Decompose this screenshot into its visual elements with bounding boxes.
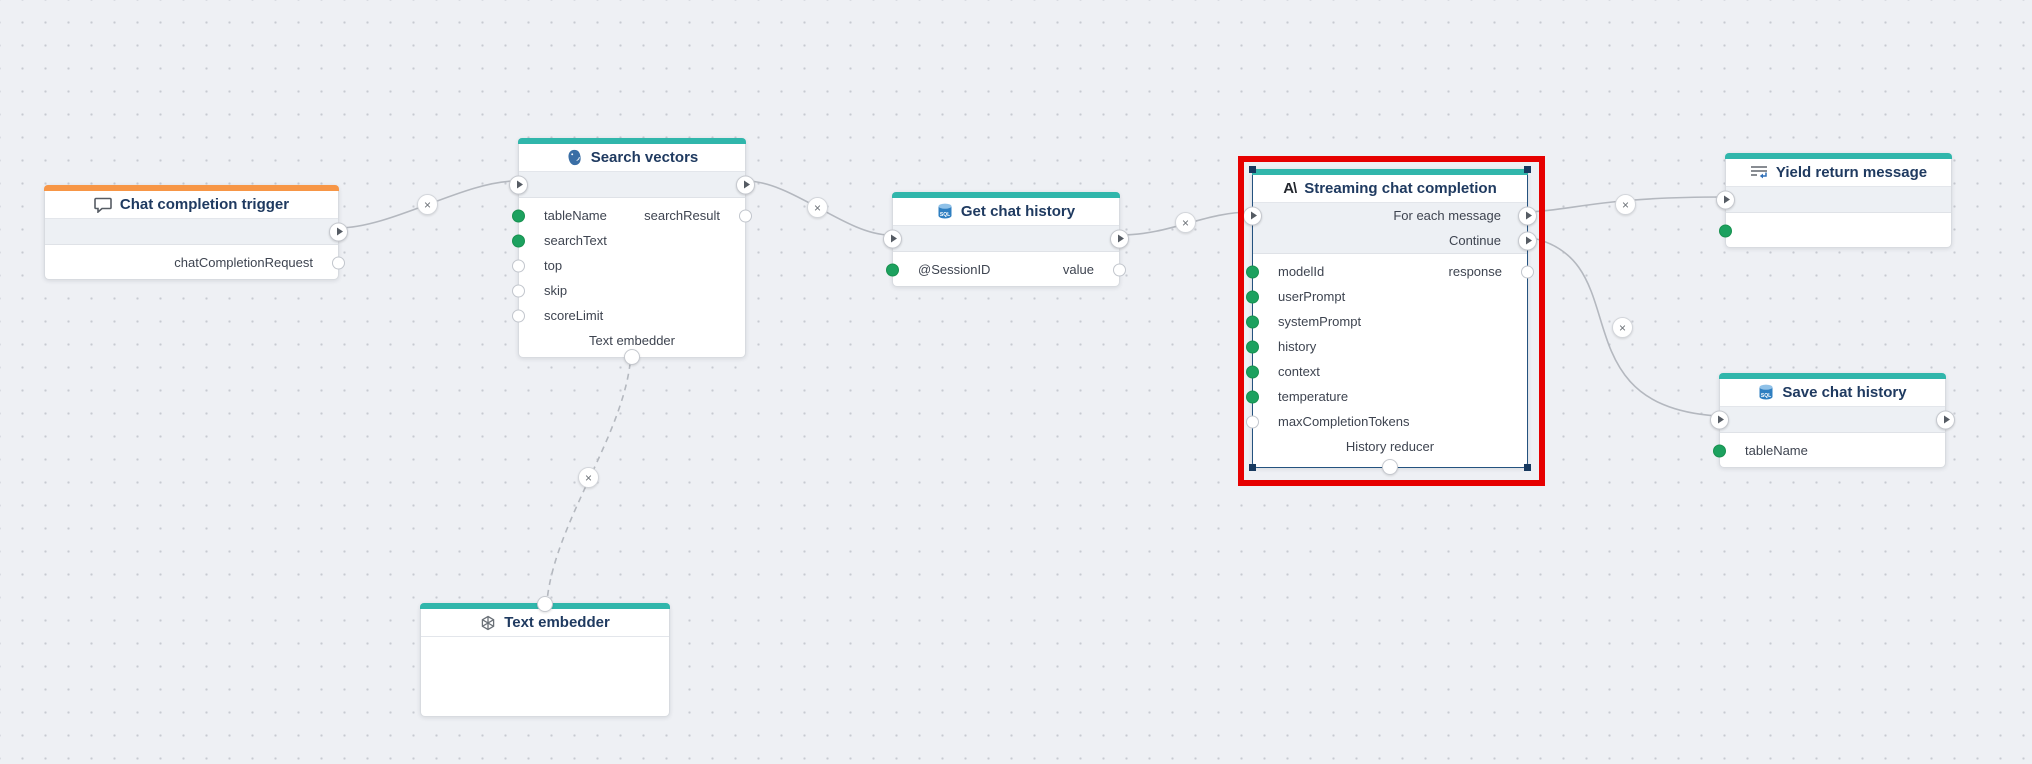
input-port-connected[interactable]	[1246, 265, 1259, 278]
connection-wire[interactable]	[1527, 236, 1718, 417]
postgresql-icon	[566, 149, 583, 166]
input-port-connected[interactable]	[1246, 340, 1259, 353]
input-port[interactable]	[512, 309, 525, 322]
input-port-connected[interactable]	[1246, 315, 1259, 328]
input-label: systemPrompt	[1278, 314, 1362, 329]
sql-database-icon: SQL	[1758, 384, 1774, 401]
node-accent-bar	[518, 138, 746, 144]
resize-handle[interactable]	[1524, 166, 1531, 173]
flow-output-label: Continue	[1448, 233, 1501, 248]
input-label: context	[1278, 364, 1320, 379]
output-port[interactable]	[332, 256, 345, 269]
flow-output-port[interactable]	[736, 175, 755, 194]
flow-output-port[interactable]	[1936, 410, 1955, 429]
flow-output-port[interactable]	[1518, 231, 1537, 250]
input-port-connected[interactable]	[1719, 224, 1732, 237]
flow-output-port[interactable]	[329, 222, 348, 241]
node-title: Yield return message	[1775, 164, 1928, 181]
connection-wire-dashed[interactable]	[546, 351, 632, 602]
output-port[interactable]	[739, 209, 752, 222]
subcomponent-label: History reducer	[1345, 439, 1435, 454]
input-label: top	[544, 258, 563, 273]
input-port-connected[interactable]	[512, 209, 525, 222]
output-label: searchResult	[644, 208, 720, 223]
delete-connection-button[interactable]: ×	[1612, 317, 1633, 338]
node-title: Search vectors	[590, 149, 699, 166]
delete-connection-button[interactable]: ×	[417, 194, 438, 215]
input-label: temperature	[1278, 389, 1349, 404]
node-title: Chat completion trigger	[119, 196, 290, 213]
output-port[interactable]	[1113, 263, 1126, 276]
input-port[interactable]	[512, 259, 525, 272]
input-port-connected[interactable]	[1246, 290, 1259, 303]
flow-output-label: For each message	[1393, 208, 1501, 223]
delete-connection-button[interactable]: ×	[1175, 212, 1196, 233]
subcomponent-port[interactable]	[624, 349, 640, 365]
input-port-connected[interactable]	[512, 234, 525, 247]
anthropic-icon: A\	[1283, 180, 1297, 197]
output-label: chatCompletionRequest	[174, 255, 313, 270]
node-streaming-chat-completion[interactable]: A\ Streaming chat completion For each me…	[1243, 166, 1537, 475]
input-label: scoreLimit	[544, 308, 604, 323]
svg-text:SQL: SQL	[1761, 393, 1771, 399]
input-label: userPrompt	[1278, 289, 1346, 304]
subcomponent-port[interactable]	[537, 596, 553, 612]
input-port[interactable]	[1246, 415, 1259, 428]
input-label: tableName	[544, 208, 607, 223]
output-port[interactable]	[1521, 265, 1534, 278]
output-label: value	[1062, 262, 1094, 277]
subcomponent-port[interactable]	[1382, 459, 1398, 475]
subcomponent-label: Text embedder	[589, 333, 675, 348]
resize-handle[interactable]	[1249, 464, 1256, 471]
node-title: Get chat history	[960, 203, 1076, 220]
node-accent-bar	[1252, 169, 1528, 175]
input-label: @SessionID	[918, 262, 991, 277]
flow-input-port[interactable]	[1716, 190, 1735, 209]
node-get-chat-history[interactable]: SQL Get chat history @SessionID value	[883, 192, 1129, 287]
input-port-connected[interactable]	[1713, 444, 1726, 457]
input-port-connected[interactable]	[1246, 390, 1259, 403]
input-port-connected[interactable]	[1246, 365, 1259, 378]
node-chat-completion-trigger[interactable]: Chat completion trigger chatCompletionRe…	[44, 185, 348, 280]
flow-input-port[interactable]	[1243, 206, 1262, 225]
node-title: Streaming chat completion	[1304, 180, 1497, 197]
input-label: modelId	[1278, 264, 1325, 279]
input-label: history	[1278, 339, 1317, 354]
node-accent-bar	[1725, 153, 1952, 159]
node-accent-bar	[892, 192, 1120, 198]
input-port[interactable]	[512, 284, 525, 297]
node-text-embedder[interactable]: Text embedder	[420, 596, 670, 717]
flow-output-port[interactable]	[1518, 206, 1537, 225]
node-accent-bar	[1719, 373, 1946, 379]
input-label: searchText	[544, 233, 607, 248]
sql-database-icon: SQL	[937, 203, 953, 220]
input-label: skip	[544, 283, 568, 298]
delete-connection-button[interactable]: ×	[1615, 194, 1636, 215]
input-label: tableName	[1745, 443, 1808, 458]
flow-input-port[interactable]	[883, 229, 902, 248]
node-title: Save chat history	[1782, 384, 1907, 401]
node-search-vectors[interactable]: Search vectors tableName searchResult se…	[509, 138, 755, 365]
input-port-connected[interactable]	[886, 263, 899, 276]
resize-handle[interactable]	[1524, 464, 1531, 471]
delete-connection-button[interactable]: ×	[578, 467, 599, 488]
delete-connection-button[interactable]: ×	[807, 197, 828, 218]
output-label: response	[1448, 264, 1502, 279]
node-yield-return-message[interactable]: Yield return message	[1716, 153, 1952, 248]
node-title: Text embedder	[504, 614, 610, 631]
flow-input-port[interactable]	[509, 175, 528, 194]
chat-bubble-icon	[94, 197, 112, 213]
resize-handle[interactable]	[1249, 166, 1256, 173]
flow-output-port[interactable]	[1110, 229, 1129, 248]
node-accent-bar	[44, 185, 339, 191]
return-message-icon	[1750, 165, 1768, 180]
openai-icon	[480, 615, 496, 631]
node-save-chat-history[interactable]: SQL Save chat history tableName	[1710, 373, 1955, 468]
input-label: maxCompletionTokens	[1278, 414, 1410, 429]
svg-text:SQL: SQL	[940, 212, 950, 218]
flow-input-port[interactable]	[1710, 410, 1729, 429]
